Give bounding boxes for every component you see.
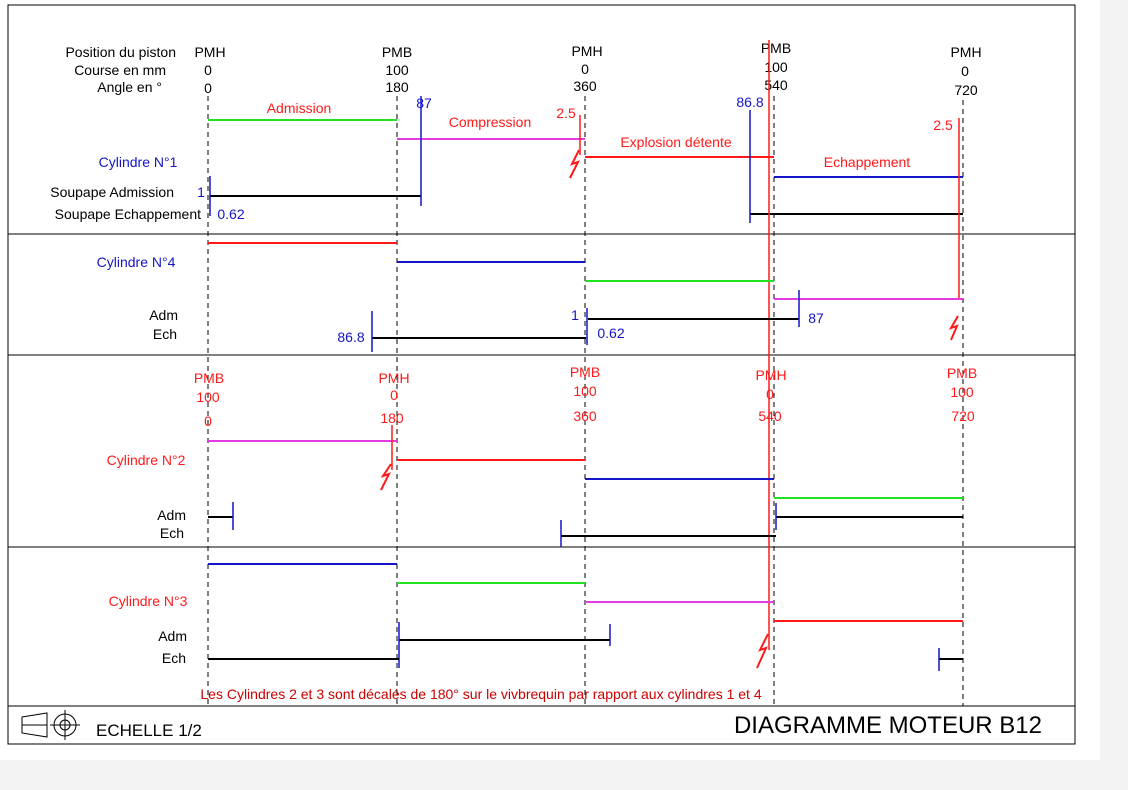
header2-columns: PMB 100 0 PMH 0 180 PMB 100 360 PMH 0 54… [194, 364, 977, 429]
header-course: 0 [581, 61, 589, 77]
valve-value: 0.62 [597, 325, 624, 341]
valve-label-adm: Adm [149, 307, 178, 323]
valve-value: 86.8 [736, 94, 763, 110]
projection-symbol-icon [21, 710, 80, 740]
phase-label-echappement: Echappement [824, 154, 911, 170]
cylinder-1-title: Cylindre N°1 [99, 154, 178, 170]
header-columns: PMH 0 0 PMB 100 180 PMH 0 360 PMB 100 54… [194, 40, 981, 98]
cylinder-2-title: Cylindre N°2 [107, 452, 186, 468]
frame-border [7, 4, 1076, 745]
header-angle: 720 [954, 82, 978, 98]
header-pos: PMB [761, 40, 791, 56]
scale-label: ECHELLE 1/2 [96, 721, 202, 740]
background-margin [0, 760, 1128, 790]
header-pos: PMH [950, 44, 981, 60]
header2-pos: PMB [570, 364, 600, 380]
spark-icon [948, 315, 959, 341]
valve-label-admission: Soupape Admission [50, 184, 174, 200]
header2-pos: PMH [755, 367, 786, 383]
header2-angle: 720 [951, 408, 975, 424]
header2-angle: 180 [380, 410, 404, 426]
header2-angle: 540 [758, 408, 782, 424]
header-course: 0 [204, 62, 212, 78]
valve-label-ech: Ech [162, 650, 186, 666]
header-course: 100 [385, 62, 409, 78]
header2-course: 100 [196, 389, 220, 405]
reference-lines [207, 96, 964, 706]
cylinder-4-title: Cylindre N°4 [97, 254, 176, 270]
phase-label-explosion: Explosion détente [620, 134, 732, 150]
header-angle: 540 [764, 77, 788, 93]
background-margin [1100, 0, 1128, 790]
valve-label-adm: Adm [158, 628, 187, 644]
header-course: 100 [764, 59, 788, 75]
valve-label-ech: Ech [160, 525, 184, 541]
header-pos: PMH [571, 43, 602, 59]
offset-note: Les Cylindres 2 et 3 sont décalés de 180… [200, 686, 761, 702]
valve-label-echappement: Soupape Echappement [55, 206, 201, 222]
valve-value: 1 [197, 184, 205, 200]
header-label-position: Position du piston [65, 44, 176, 60]
ignition-value: 2.5 [556, 105, 576, 121]
valve-value: 87 [416, 95, 432, 111]
valve-value: 1 [571, 307, 579, 323]
spark-icon [569, 149, 580, 179]
header-label-course: Course en mm [74, 62, 166, 78]
header2-angle: 0 [204, 413, 212, 429]
spark-icon [380, 463, 392, 491]
header-angle: 0 [204, 80, 212, 96]
valve-value: 0.62 [217, 206, 244, 222]
cylinder-3-title: Cylindre N°3 [109, 593, 188, 609]
header-course: 0 [961, 63, 969, 79]
header2-course: 100 [573, 383, 597, 399]
ignition-value: 2.5 [933, 117, 953, 133]
phase-label-compression: Compression [449, 114, 531, 130]
header2-pos: PMB [194, 370, 224, 386]
header2-angle: 360 [573, 408, 597, 424]
header2-pos: PMH [378, 370, 409, 386]
header-pos: PMH [194, 44, 225, 60]
header-angle: 180 [385, 79, 409, 95]
header-pos: PMB [382, 44, 412, 60]
header2-pos: PMB [947, 365, 977, 381]
header-label-angle: Angle en ° [97, 79, 162, 95]
header2-course: 0 [766, 386, 774, 402]
valve-label-ech: Ech [153, 326, 177, 342]
diagram-title: DIAGRAMME MOTEUR B12 [734, 712, 1042, 739]
header2-course: 100 [950, 384, 974, 400]
valve-label-adm: Adm [157, 507, 186, 523]
header-angle: 360 [573, 78, 597, 94]
valve-value: 87 [808, 310, 824, 326]
phase-label-admission: Admission [267, 100, 332, 116]
valve-value: 86.8 [337, 329, 364, 345]
header2-course: 0 [390, 387, 398, 403]
spark-icon [756, 633, 769, 669]
